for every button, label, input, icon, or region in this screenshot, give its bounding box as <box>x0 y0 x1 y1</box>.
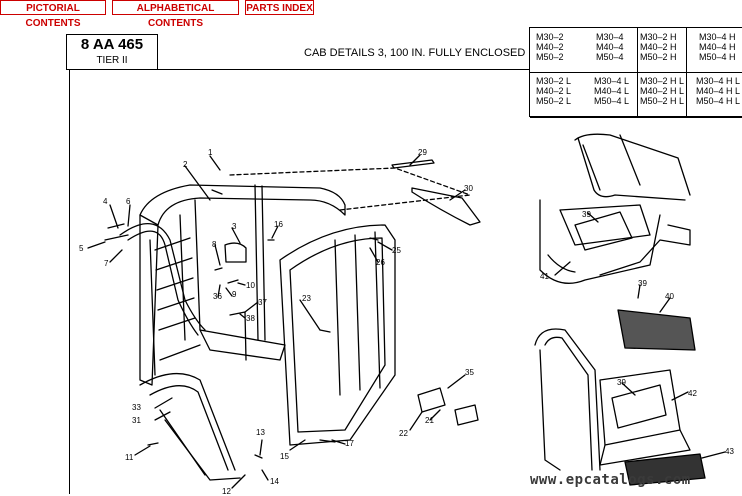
callout-3: 3 <box>232 222 237 231</box>
callout-21: 21 <box>425 416 434 425</box>
callout-31: 31 <box>132 416 141 425</box>
callout-39b: 39 <box>638 279 647 288</box>
alphabetical-contents-button[interactable]: ALPHABETICAL CONTENTS <box>112 0 239 29</box>
callout-5: 5 <box>79 244 84 253</box>
callout-17: 17 <box>345 439 354 448</box>
callout-1: 1 <box>208 148 213 157</box>
callout-10: 10 <box>246 281 255 290</box>
watermark: www.epcatalogs.com <box>530 472 691 488</box>
part-code-box: 8 AA 465 TIER II <box>66 34 158 70</box>
callout-11: 11 <box>125 453 134 462</box>
callout-13: 13 <box>256 428 265 437</box>
callout-40: 40 <box>665 292 674 301</box>
callout-22: 22 <box>399 429 408 438</box>
callout-43: 43 <box>725 447 734 456</box>
callout-15: 15 <box>280 452 289 461</box>
callout-8: 8 <box>212 240 217 249</box>
callout-38: 38 <box>246 314 255 323</box>
callout-26: 26 <box>376 258 385 267</box>
callout-14: 14 <box>270 477 279 486</box>
callout-4: 4 <box>103 197 108 206</box>
callout-37: 37 <box>258 298 267 307</box>
callout-6: 6 <box>126 197 131 206</box>
callout-33: 33 <box>132 403 141 412</box>
parts-index-button[interactable]: PARTS INDEX <box>245 0 314 15</box>
callout-9: 9 <box>232 290 237 299</box>
tier-label: TIER II <box>96 55 128 66</box>
callout-2: 2 <box>183 160 188 169</box>
callout-35: 35 <box>465 368 474 377</box>
callout-42: 42 <box>688 389 697 398</box>
pictorial-contents-button[interactable]: PICTORIAL CONTENTS <box>0 0 106 29</box>
callout-30: 30 <box>464 184 473 193</box>
callout-12: 12 <box>222 487 231 496</box>
callout-7: 7 <box>104 259 109 268</box>
callout-29: 29 <box>418 148 427 157</box>
callout-23: 23 <box>302 294 311 303</box>
callout-39c: 39 <box>617 378 626 387</box>
callout-41: 41 <box>540 272 549 281</box>
part-code: 8 AA 465 <box>80 36 144 53</box>
callout-16: 16 <box>274 220 283 229</box>
callout-25: 25 <box>392 246 401 255</box>
callout-39a: 39 <box>582 210 591 219</box>
page-frame-left <box>69 70 70 494</box>
page-title: CAB DETAILS 3, 100 IN. FULLY ENCLOSED <box>304 47 526 59</box>
page-frame-top <box>69 69 529 70</box>
callout-36: 36 <box>213 292 222 301</box>
